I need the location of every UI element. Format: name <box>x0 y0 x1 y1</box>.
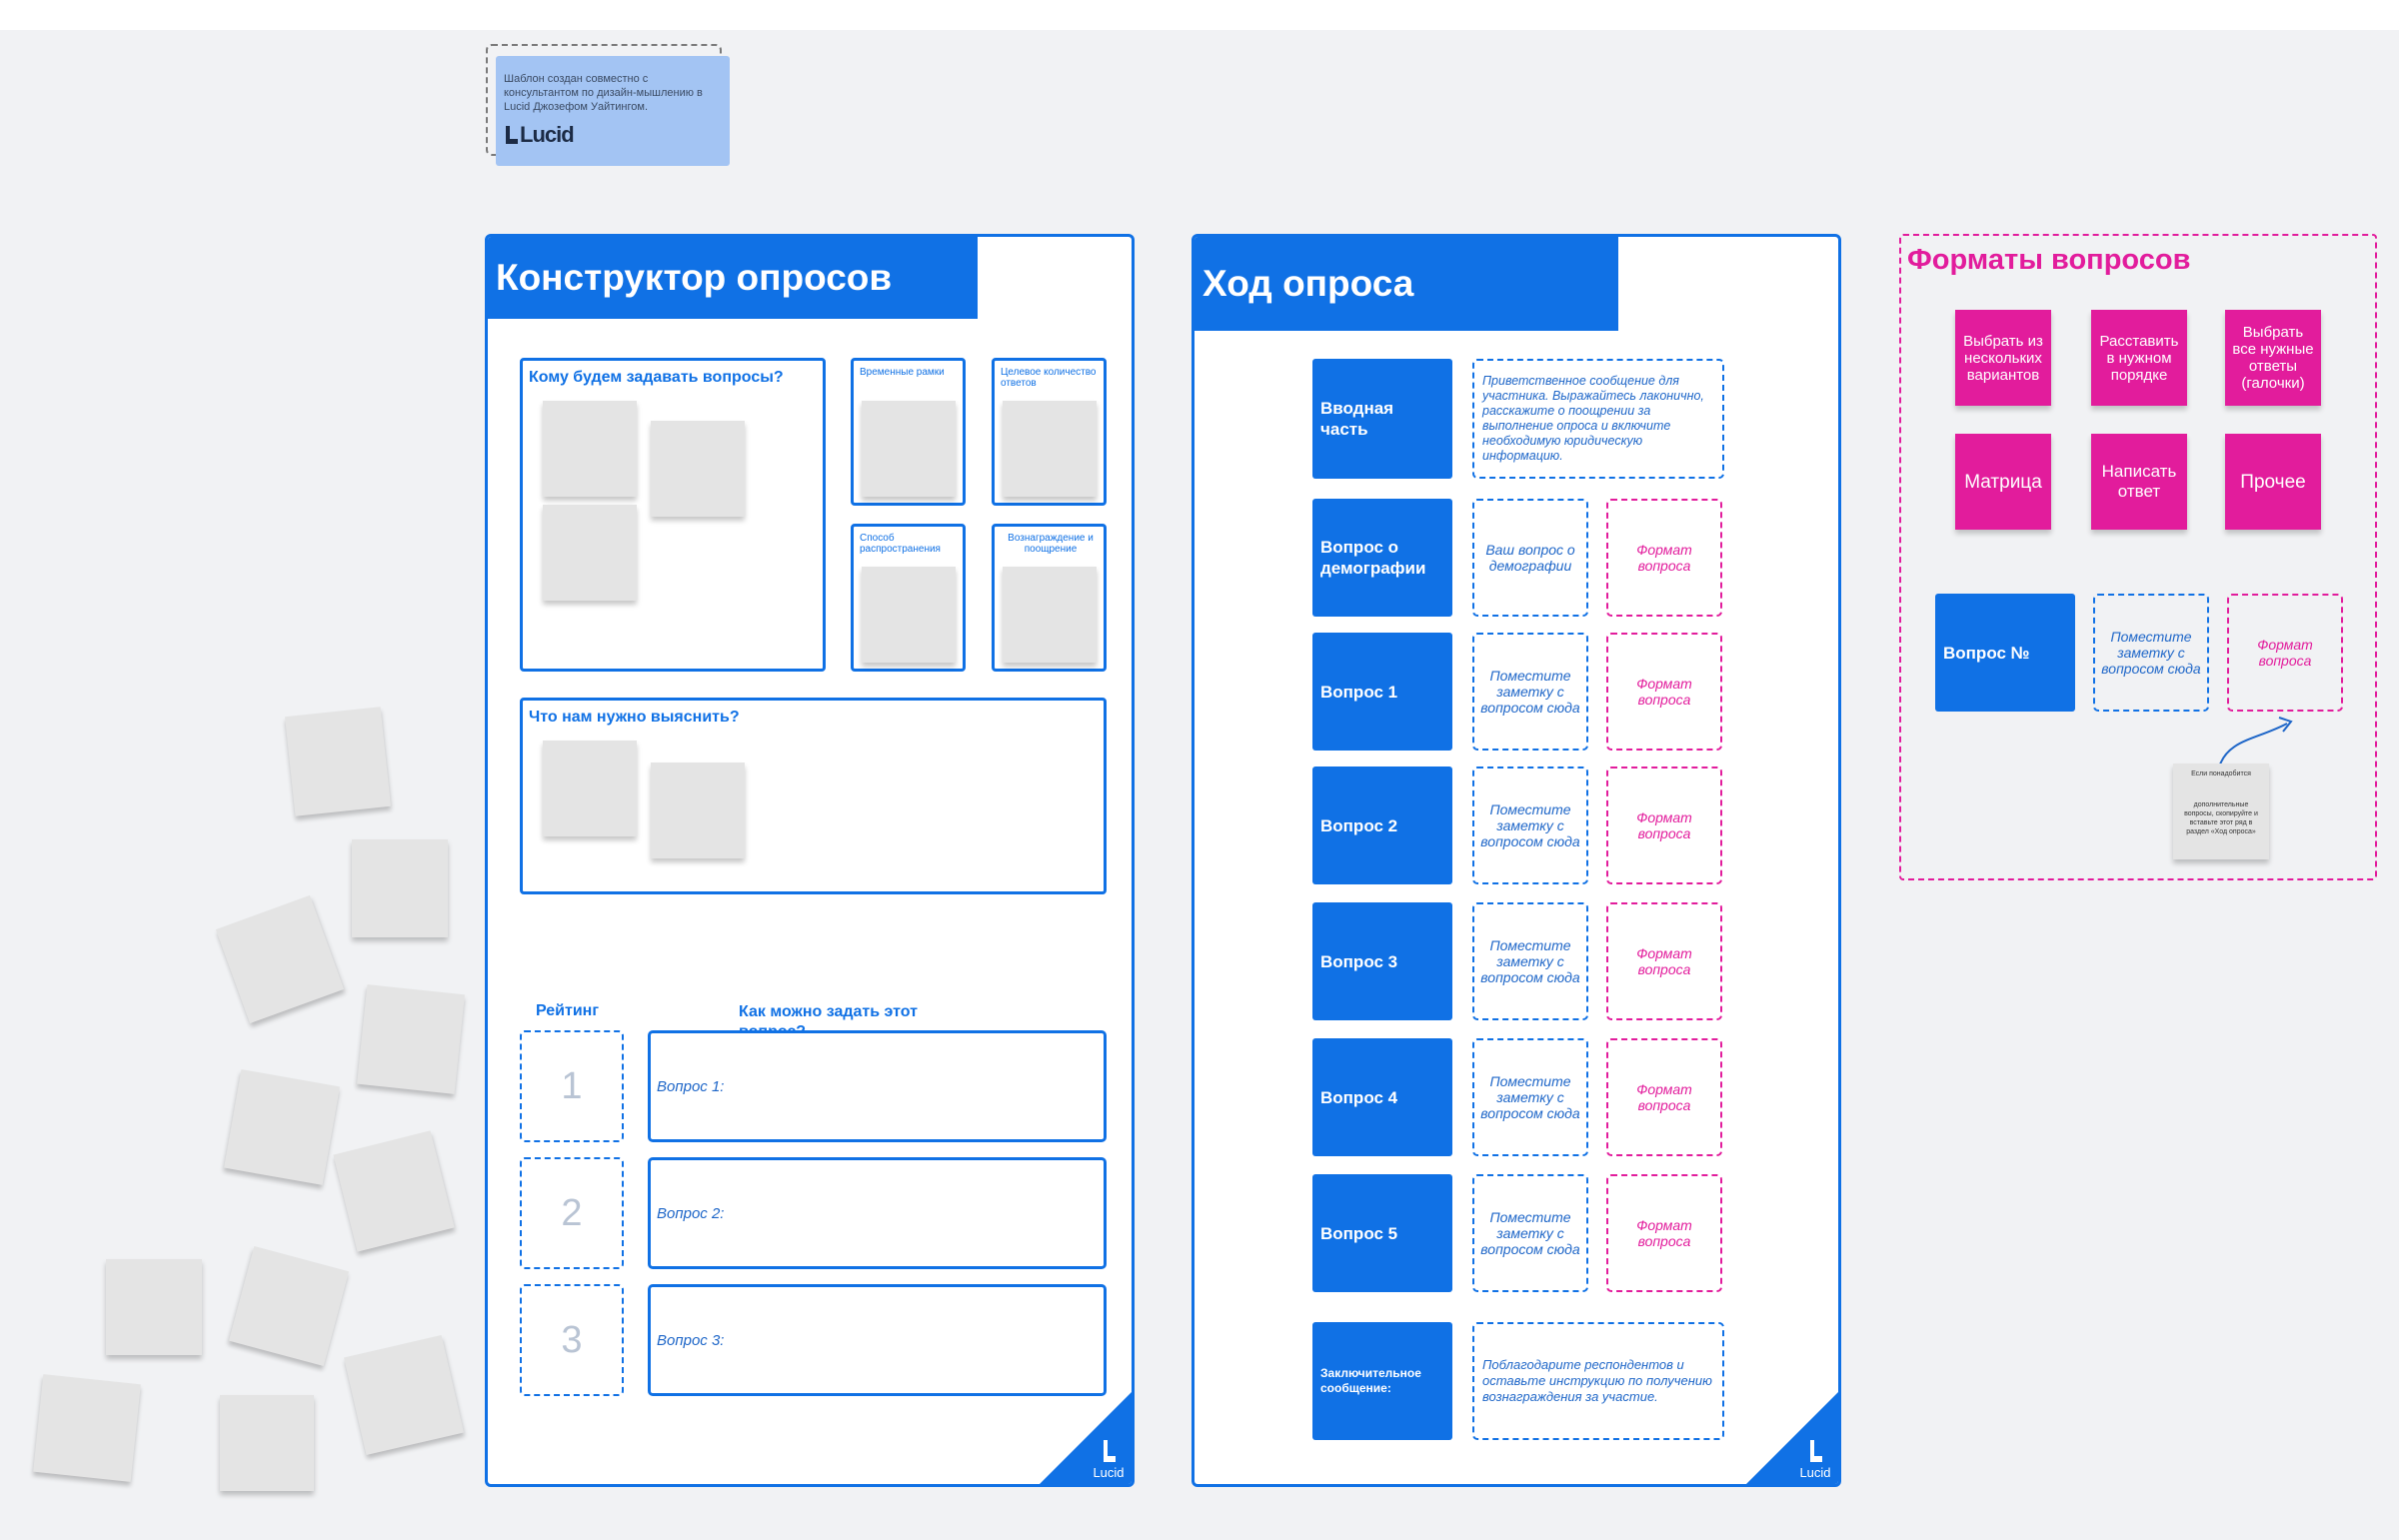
question-1-label: Вопрос 1 <box>1312 633 1452 751</box>
survey-builder-title: Конструктор опросов <box>488 237 978 319</box>
sticky-note[interactable] <box>215 894 345 1024</box>
format-note-other[interactable]: Прочее <box>2225 434 2321 530</box>
demographics-format[interactable]: Формат вопроса <box>1606 499 1722 617</box>
lucid-mark-icon <box>506 126 518 144</box>
credit-text: Шаблон создан совместно с консультантом … <box>504 73 703 113</box>
sticky-note[interactable] <box>106 1259 202 1355</box>
distribution-title: Способ распространения <box>860 533 941 555</box>
sticky-note[interactable] <box>543 505 637 601</box>
corner-logo-text: Lucid <box>1799 1465 1831 1480</box>
survey-flow-title: Ход опроса <box>1195 237 1618 331</box>
closing-label: Заключительное сообщение: <box>1312 1322 1452 1440</box>
demographics-text[interactable]: Ваш вопрос о демографии <box>1472 499 1588 617</box>
reward-frame[interactable]: Вознаграждение и поощрение <box>992 524 1107 672</box>
sticky-note[interactable] <box>651 421 745 517</box>
learn-frame[interactable]: Что нам нужно выяснить? <box>520 698 1107 894</box>
intro-label: Вводная часть <box>1312 359 1452 479</box>
question-3-format[interactable]: Формат вопроса <box>1606 902 1722 1020</box>
format-note-checkboxes[interactable]: Выбрать все нужные ответы (галочки) <box>2225 310 2321 406</box>
survey-builder-panel[interactable]: Конструктор опросов Кому будем задавать … <box>485 234 1135 1487</box>
format-note-multiple-choice[interactable]: Выбрать из нескольких вариантов <box>1955 310 2051 406</box>
tip-sticky-note[interactable]: Если понадобится дополнительные вопросы,… <box>2173 764 2269 859</box>
target-count-frame[interactable]: Целевое количество ответов <box>992 358 1107 506</box>
arrow-icon <box>2218 717 2293 769</box>
sticky-note[interactable] <box>651 763 745 858</box>
lucid-mark-icon <box>1104 1440 1116 1462</box>
rating-box-3[interactable]: 3 <box>520 1284 624 1396</box>
question-5-label: Вопрос 5 <box>1312 1174 1452 1292</box>
sticky-note[interactable] <box>228 1245 350 1367</box>
corner-badge <box>1746 1392 1838 1484</box>
sticky-note[interactable] <box>33 1374 141 1482</box>
sticky-note[interactable] <box>1003 567 1097 663</box>
audience-title: Кому будем задавать вопросы? <box>529 369 784 386</box>
credit-card[interactable]: Шаблон создан совместно с консультантом … <box>496 56 730 166</box>
sticky-note[interactable] <box>862 401 956 497</box>
question-4-text[interactable]: Поместите заметку с вопросом сюда <box>1472 1038 1588 1156</box>
lucid-logo: Lucid <box>504 122 722 148</box>
question-4-label: Вопрос 4 <box>1312 1038 1452 1156</box>
target-count-title: Целевое количество ответов <box>1001 367 1097 389</box>
question-1-format[interactable]: Формат вопроса <box>1606 633 1722 751</box>
question-formats-frame[interactable]: Форматы вопросов Выбрать из нескольких в… <box>1899 234 2377 880</box>
sticky-note[interactable] <box>285 707 391 816</box>
sticky-note[interactable] <box>224 1069 340 1185</box>
top-toolbar-strip <box>0 0 2399 30</box>
sticky-note[interactable] <box>344 1335 464 1455</box>
question-2-text[interactable]: Поместите заметку с вопросом сюда <box>1472 767 1588 884</box>
rating-box-2[interactable]: 2 <box>520 1157 624 1269</box>
question-1-text[interactable]: Поместите заметку с вопросом сюда <box>1472 633 1588 751</box>
corner-badge <box>1040 1392 1132 1484</box>
timeframe-title: Временные рамки <box>860 367 945 378</box>
question-template-text[interactable]: Поместите заметку с вопросом сюда <box>2093 594 2209 712</box>
corner-logo-text: Lucid <box>1093 1465 1125 1480</box>
audience-frame[interactable]: Кому будем задавать вопросы? <box>520 358 826 672</box>
question-5-format[interactable]: Формат вопроса <box>1606 1174 1722 1292</box>
question-row-1[interactable]: Вопрос 1: <box>648 1030 1107 1142</box>
format-note-ranking[interactable]: Расставить в нужном порядке <box>2091 310 2187 406</box>
rating-title: Рейтинг <box>536 1002 600 1019</box>
sticky-note[interactable] <box>543 401 637 497</box>
question-number-label: Вопрос № <box>1935 594 2075 712</box>
sticky-note[interactable] <box>862 567 956 663</box>
question-3-text[interactable]: Поместите заметку с вопросом сюда <box>1472 902 1588 1020</box>
tip-line-2: дополнительные вопросы, скопируйте и вст… <box>2184 801 2258 835</box>
sticky-note[interactable] <box>220 1395 314 1491</box>
format-note-open-answer[interactable]: Написать ответ <box>2091 434 2187 530</box>
timeframe-frame[interactable]: Временные рамки <box>851 358 966 506</box>
question-2-label: Вопрос 2 <box>1312 767 1452 884</box>
question-row-3[interactable]: Вопрос 3: <box>648 1284 1107 1396</box>
question-template-format[interactable]: Формат вопроса <box>2227 594 2343 712</box>
question-2-format[interactable]: Формат вопроса <box>1606 767 1722 884</box>
sticky-note[interactable] <box>543 741 637 836</box>
lucid-mark-icon <box>1810 1440 1822 1462</box>
distribution-frame[interactable]: Способ распространения <box>851 524 966 672</box>
tip-line-1: Если понадобится <box>2191 770 2251 777</box>
demographics-label: Вопрос о демографии <box>1312 499 1452 617</box>
survey-flow-panel[interactable]: Ход опроса Вводная часть Приветственное … <box>1192 234 1841 1487</box>
rating-box-1[interactable]: 1 <box>520 1030 624 1142</box>
question-5-text[interactable]: Поместите заметку с вопросом сюда <box>1472 1174 1588 1292</box>
question-3-label: Вопрос 3 <box>1312 902 1452 1020</box>
sticky-note[interactable] <box>352 839 448 937</box>
question-4-format[interactable]: Формат вопроса <box>1606 1038 1722 1156</box>
question-formats-title: Форматы вопросов <box>1907 244 2191 276</box>
learn-title: Что нам нужно выяснить? <box>529 709 740 726</box>
reward-title: Вознаграждение и поощрение <box>1008 533 1094 555</box>
sticky-note[interactable] <box>357 984 465 1094</box>
format-note-matrix[interactable]: Матрица <box>1955 434 2051 530</box>
intro-text[interactable]: Приветственное сообщение для участника. … <box>1472 359 1724 479</box>
question-row-2[interactable]: Вопрос 2: <box>648 1157 1107 1269</box>
sticky-note[interactable] <box>1003 401 1097 497</box>
closing-text[interactable]: Поблагодарите респондентов и оставьте ин… <box>1472 1322 1724 1440</box>
sticky-note[interactable] <box>333 1130 455 1252</box>
